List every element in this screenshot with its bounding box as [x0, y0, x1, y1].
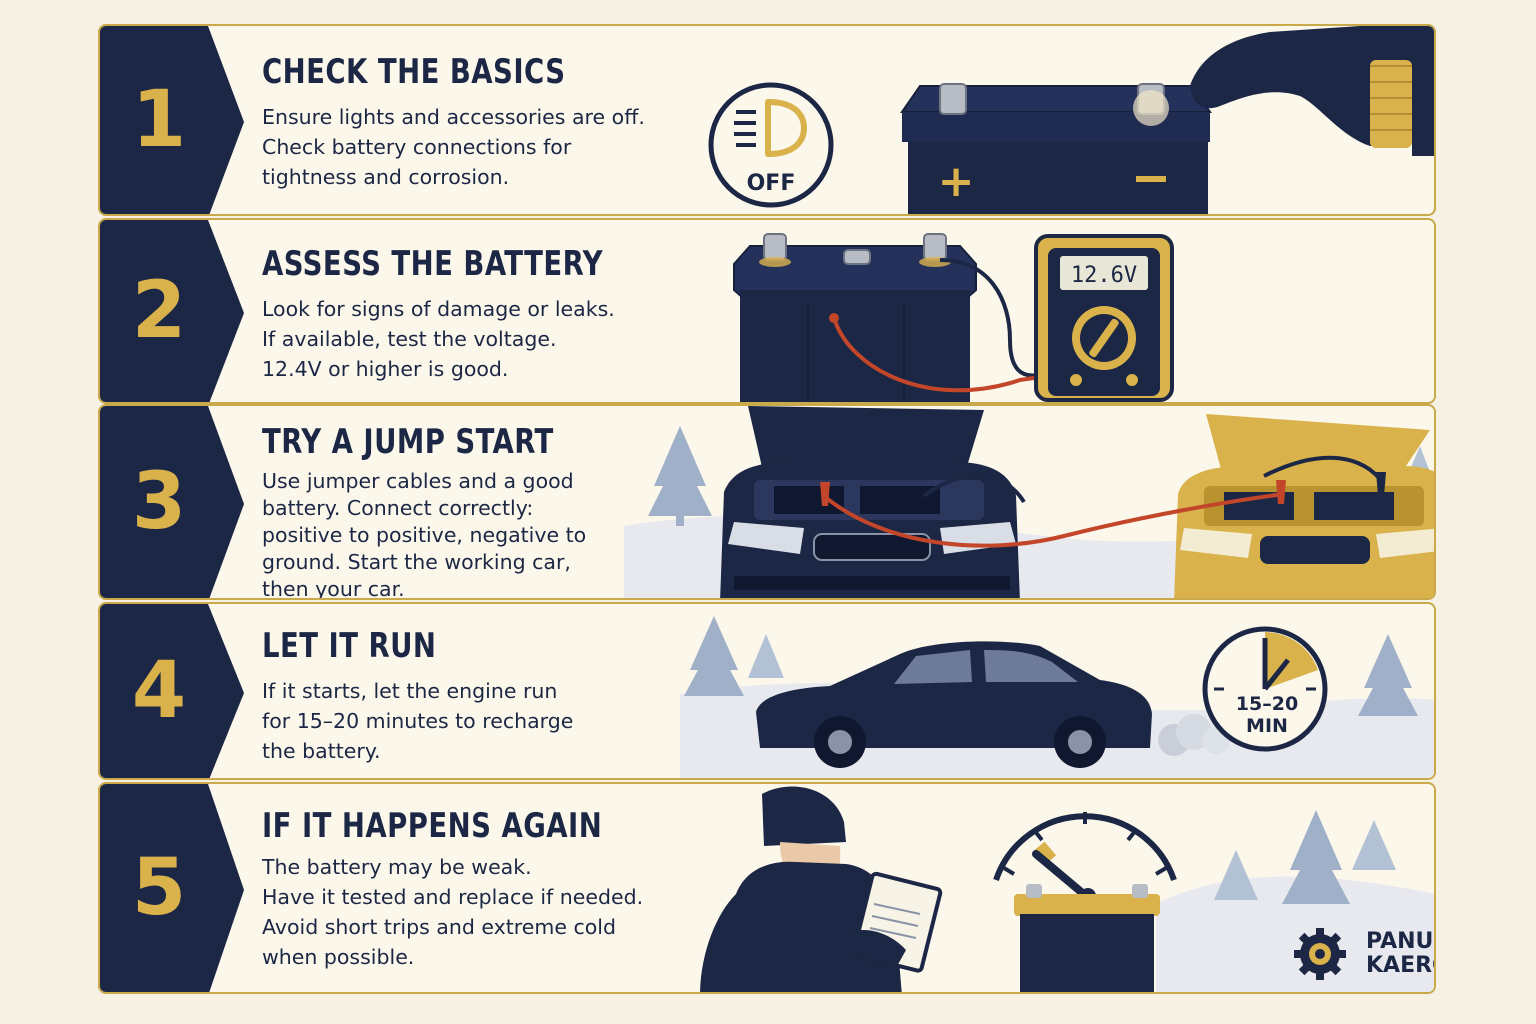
- step-5-number: 5: [131, 843, 187, 933]
- step-3-title: TRY A JUMP START: [262, 422, 554, 462]
- person-inspecting-battery-illustration: [696, 784, 1434, 992]
- step-3-number: 3: [131, 457, 187, 547]
- step-2-title: ASSESS THE BATTERY: [262, 244, 604, 284]
- brand-logo: [1292, 926, 1348, 986]
- step-1-panel: 1 CHECK THE BASICS Ensure lights and acc…: [98, 24, 1436, 216]
- step-1-description: Ensure lights and accessories are off. C…: [262, 105, 645, 189]
- timer-unit: MIN: [1246, 715, 1288, 737]
- step-4-panel: 4 LET IT RUN If it starts, let the engin…: [98, 602, 1436, 780]
- step-5-title: IF IT HAPPENS AGAIN: [262, 806, 603, 846]
- svg-text:+: +: [938, 156, 975, 207]
- timer-duration: 15–20: [1236, 693, 1298, 715]
- step-1-title: CHECK THE BASICS: [262, 52, 566, 92]
- gear-icon: [1294, 928, 1346, 980]
- step-1-number: 1: [131, 75, 187, 165]
- step-2-description: Look for signs of damage or leaks. If av…: [262, 297, 615, 381]
- brand-name: PANUN KAERGAR: [1366, 929, 1434, 978]
- step-2-badge: 2: [100, 220, 244, 402]
- timer-icon: 15–20 MIN: [1200, 624, 1330, 758]
- step-1-badge: 1: [100, 26, 244, 214]
- icon-off-label: OFF: [747, 171, 796, 196]
- step-3-badge: 3: [100, 406, 244, 598]
- step-4-number: 4: [131, 646, 187, 736]
- step-2-number: 2: [131, 266, 187, 356]
- step-3-panel: 3 TRY A JUMP START Use jumper cables and…: [98, 404, 1436, 600]
- step-4-badge: 4: [100, 604, 244, 778]
- step-2-panel: 2 ASSESS THE BATTERY Look for signs of d…: [98, 218, 1436, 404]
- running-car-illustration: [680, 604, 1434, 778]
- step-4-title: LET IT RUN: [262, 626, 437, 666]
- multimeter-reading: 12.6V: [1071, 263, 1137, 288]
- battery-terminal-illustration: +: [900, 26, 1434, 214]
- battery-multimeter-illustration: 12.6V: [730, 220, 1190, 402]
- headlight-off-icon: OFF: [706, 80, 836, 214]
- step-5-description: The battery may be weak. Have it tested …: [262, 855, 644, 969]
- jump-start-cars-illustration: [624, 406, 1434, 598]
- step-3-description: Use jumper cables and a good battery. Co…: [262, 469, 587, 600]
- step-5-badge: 5: [100, 784, 244, 992]
- step-5-panel: 5 IF IT HAPPENS AGAIN The battery may be…: [98, 782, 1436, 994]
- step-4-description: If it starts, let the engine run for 15–…: [262, 679, 574, 763]
